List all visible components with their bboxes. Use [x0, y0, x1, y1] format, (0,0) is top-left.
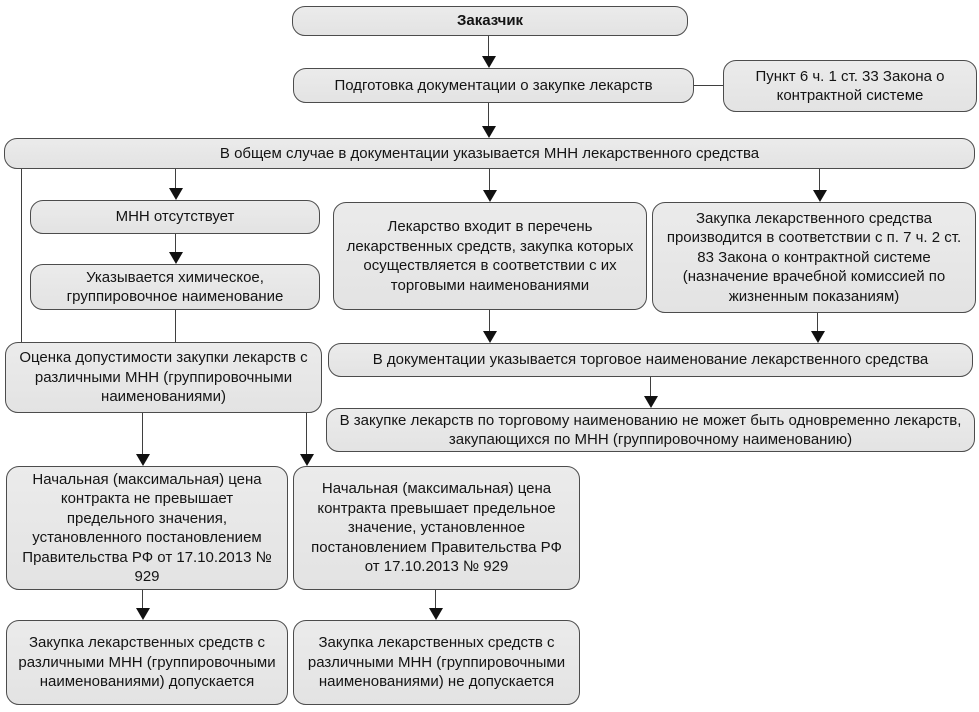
node-trade-name-docs: В документации указывается торговое наим…	[328, 343, 973, 377]
connector-assessment-price-not-exceeds	[142, 413, 143, 456]
connector-general-list	[489, 169, 490, 192]
node-purchase-allowed: Закупка лекарственных средств с различны…	[6, 620, 288, 705]
connector-customer-preparation	[488, 36, 489, 58]
node-price-not-exceeds: Начальная (максимальная) цена контракта …	[6, 466, 288, 590]
connector-list-tradedocs	[489, 310, 490, 333]
arrowhead-assessment-price-not-exceeds	[136, 454, 150, 466]
node-list-trade-names: Лекарство входит в перечень лекарственны…	[333, 202, 647, 310]
node-price-exceeds: Начальная (максимальная) цена контракта …	[293, 466, 580, 590]
arrowhead-assessment-price-exceeds	[300, 454, 314, 466]
arrowhead-general-list	[483, 190, 497, 202]
node-assessment: Оценка допустимости закупки лекарств с р…	[5, 342, 322, 413]
arrowhead-medical-tradedocs	[811, 331, 825, 343]
arrowhead-list-tradedocs	[483, 331, 497, 343]
node-law-reference: Пункт 6 ч. 1 ст. 33 Закона о контрактной…	[723, 60, 977, 112]
connector-preparation-lawref	[694, 85, 723, 86]
node-purchase-not-allowed: Закупка лекарственных средств с различны…	[293, 620, 580, 705]
connector-assessment-price-exceeds	[306, 413, 307, 456]
connector-general-medical	[819, 169, 820, 192]
connector-general-mnn-absent	[175, 169, 176, 190]
arrowhead-pricenot-allowed	[136, 608, 150, 620]
node-customer: Заказчик	[292, 6, 688, 36]
node-preparation: Подготовка документации о закупке лекарс…	[293, 68, 694, 103]
connector-general-assessment	[21, 169, 22, 342]
connector-tradedocs-nosimultaneous	[650, 377, 651, 398]
arrowhead-tradedocs-nosimultaneous	[644, 396, 658, 408]
node-general-case: В общем случае в документации указываетс…	[4, 138, 975, 169]
connector-pricenot-allowed	[142, 590, 143, 610]
arrowhead-general-medical	[813, 190, 827, 202]
connector-medical-tradedocs	[817, 313, 818, 333]
connector-chemical-assessment	[175, 310, 176, 342]
node-mnn-absent: МНН отсутствует	[30, 200, 320, 234]
arrowhead-preparation-general	[482, 126, 496, 138]
arrowhead-general-mnn-absent	[169, 188, 183, 200]
node-chemical-name: Указывается химическое, группировочное н…	[30, 264, 320, 310]
connector-preparation-general	[488, 103, 489, 128]
node-medical-commission: Закупка лекарственного средства производ…	[652, 202, 976, 313]
arrowhead-price-notallowed	[429, 608, 443, 620]
node-no-simultaneous: В закупке лекарств по торговому наименов…	[326, 408, 975, 452]
connector-mnn-chemical	[175, 234, 176, 254]
arrowhead-mnn-chemical	[169, 252, 183, 264]
arrowhead-customer-preparation	[482, 56, 496, 68]
connector-price-notallowed	[435, 590, 436, 610]
